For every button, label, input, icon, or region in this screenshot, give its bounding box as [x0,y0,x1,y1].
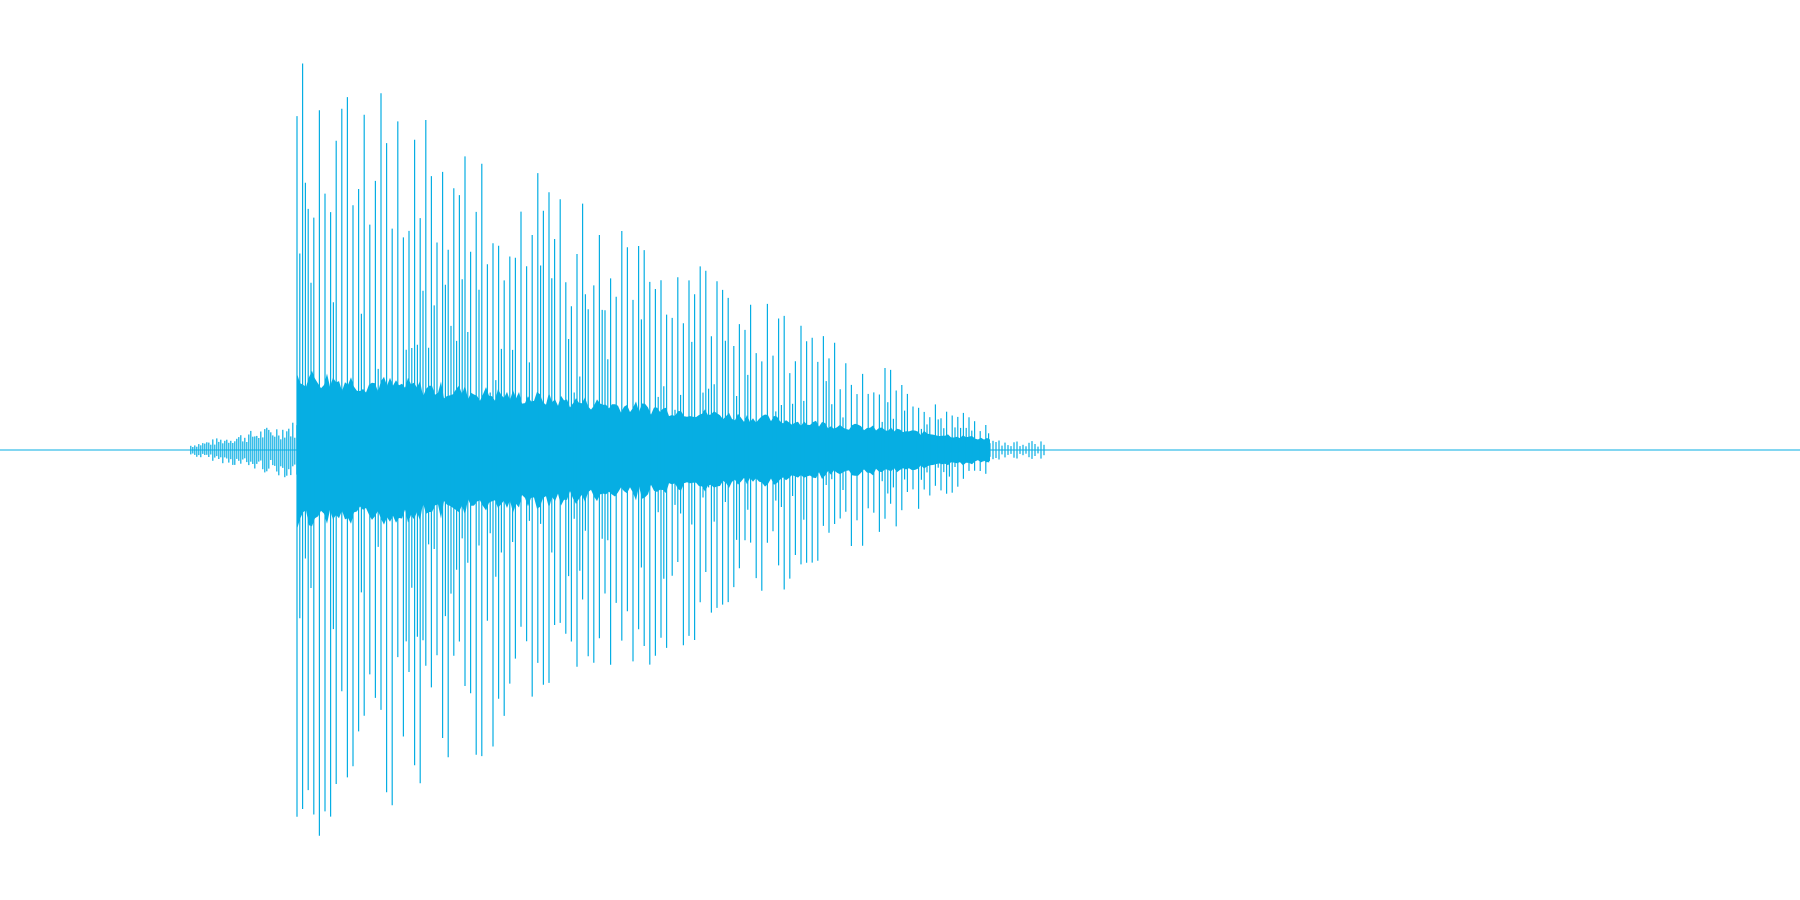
waveform-dense-core [297,370,990,530]
waveform-spikes [190,63,1045,836]
